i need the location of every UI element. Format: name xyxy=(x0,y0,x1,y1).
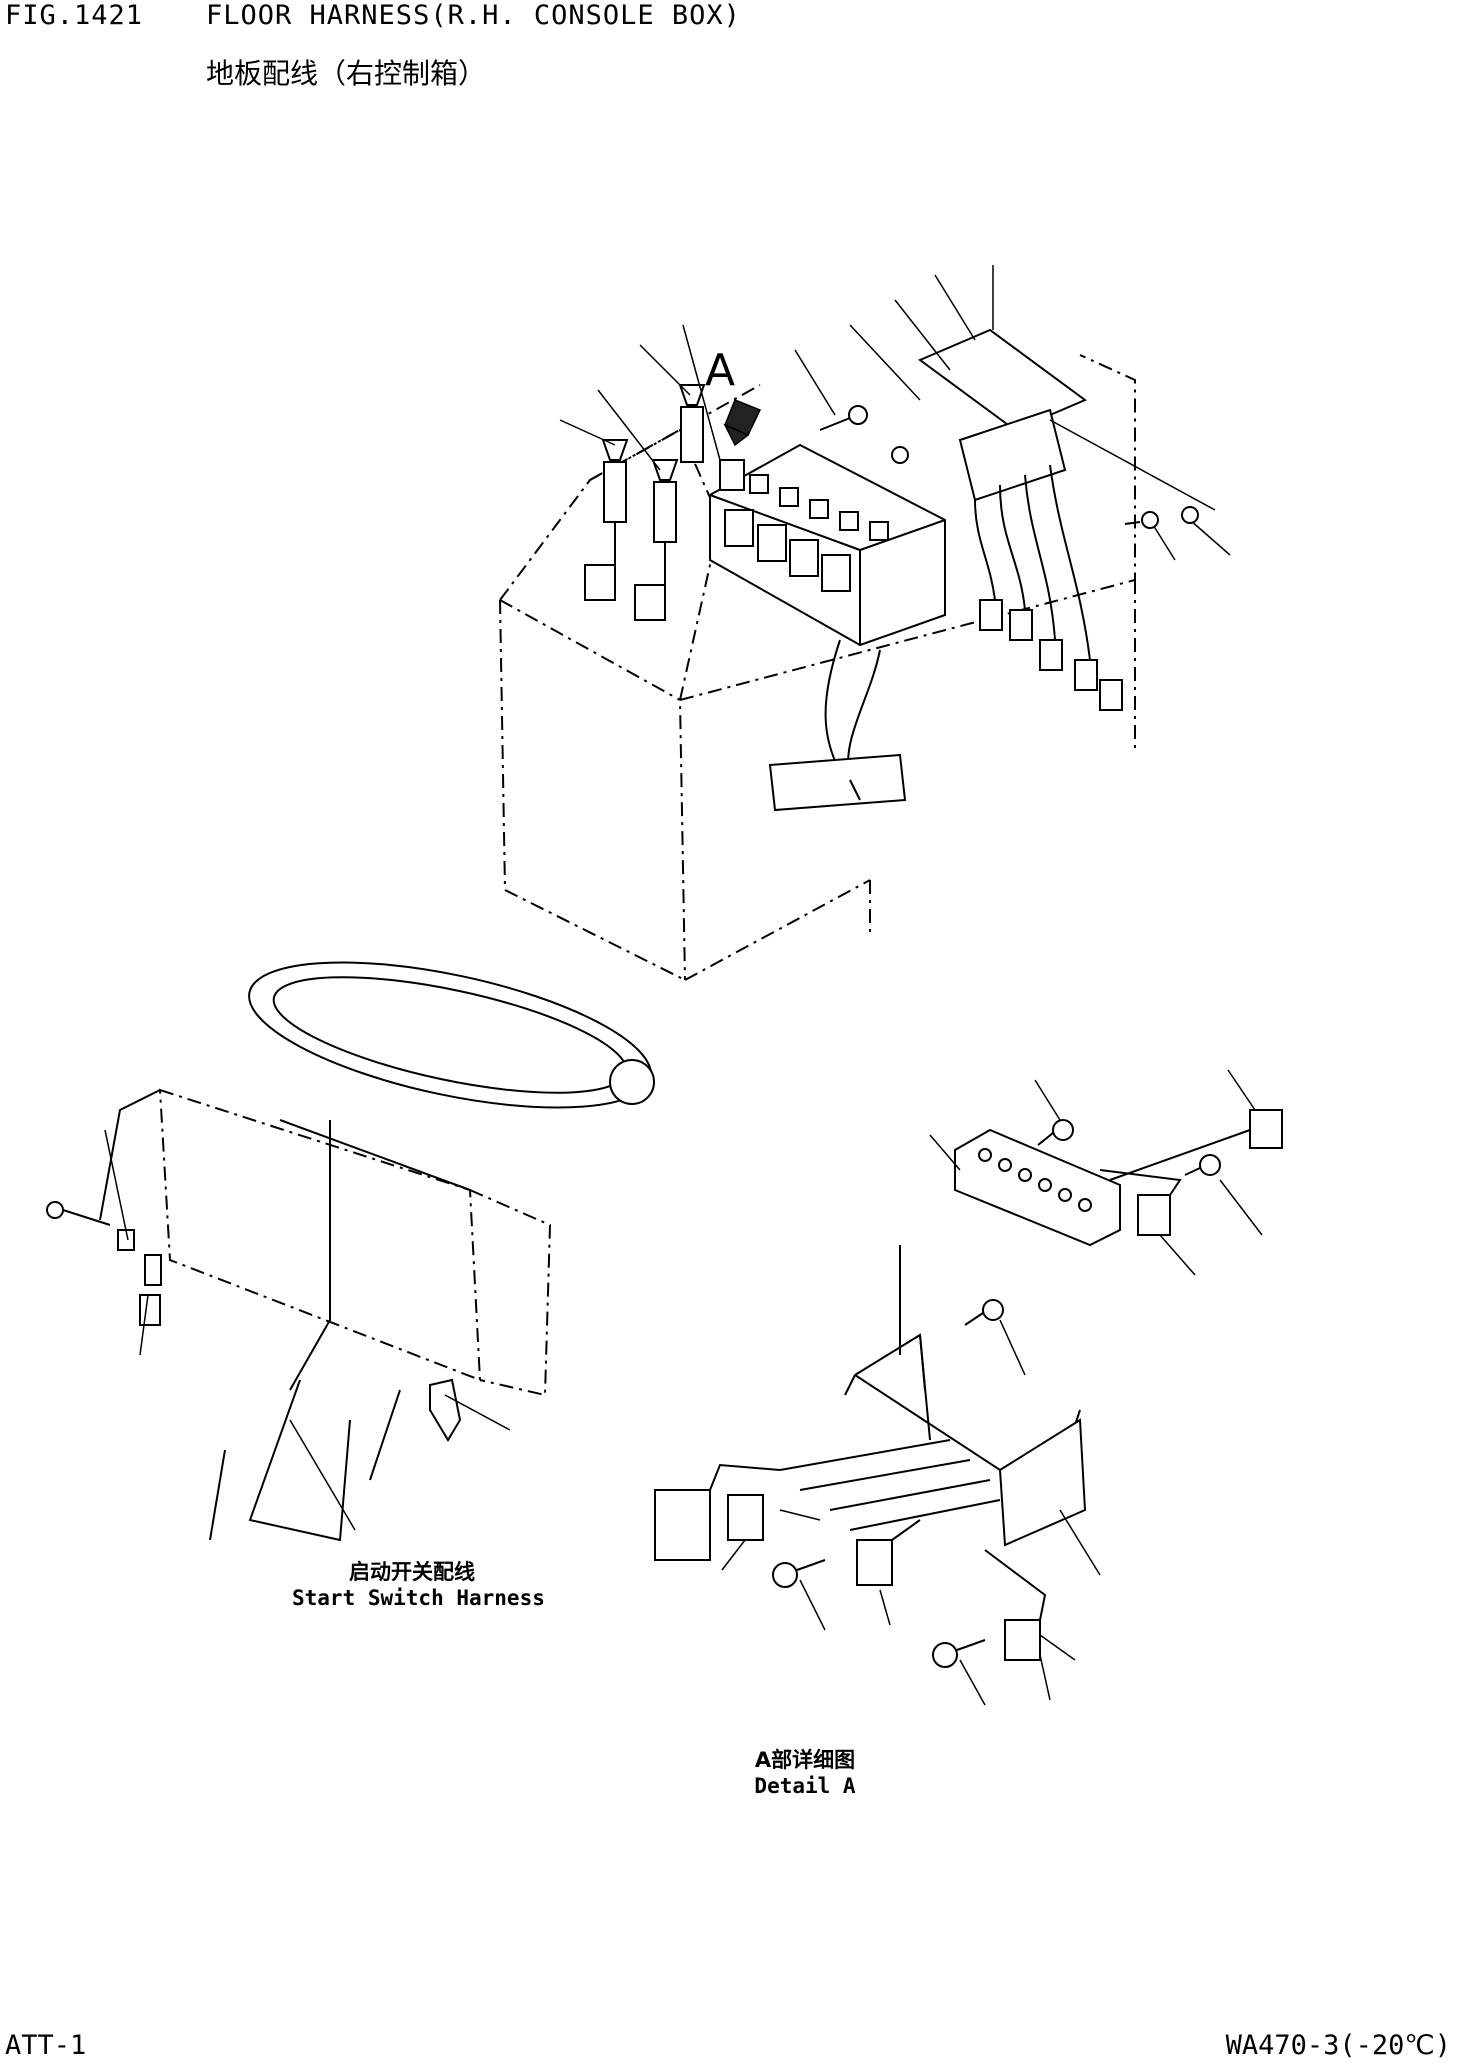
lever-parts xyxy=(46,1201,462,1442)
detail-a-tray xyxy=(779,1245,1087,1547)
footer-page-code: ATT-1 xyxy=(5,2030,87,2061)
detail-a-label-cn: A部详细图 xyxy=(754,1748,856,1772)
steering-column xyxy=(99,961,655,1542)
start-switch-label-cn: 启动开关配线 xyxy=(349,1560,475,1584)
figure-number: FIG.1421 xyxy=(5,0,144,31)
leader-lines-detail xyxy=(721,1069,1263,1706)
detail-a-label: A部详细图 Detail A xyxy=(700,1744,910,1798)
detail-a-label-en: Detail A xyxy=(754,1774,856,1798)
bolts-main xyxy=(819,405,1199,529)
view-arrow xyxy=(723,399,762,447)
toggle-switches xyxy=(584,384,745,621)
relay-panel xyxy=(709,443,946,647)
connectors-cluster xyxy=(768,328,1123,812)
start-switch-label-en: Start Switch Harness xyxy=(292,1586,545,1610)
figure-title-english: FLOOR HARNESS(R.H. CONSOLE BOX) xyxy=(206,0,741,31)
leader-lines-steering xyxy=(104,1129,511,1531)
detail-a-bracket xyxy=(954,1128,1121,1247)
view-marker-a: A xyxy=(705,345,735,396)
detail-a-bolts xyxy=(772,1119,1221,1668)
leader-lines-main xyxy=(559,265,1231,561)
footer-model-code: WA470-3(-20℃) xyxy=(1225,2030,1451,2061)
detail-a-relays xyxy=(654,1109,1283,1661)
figure-title-chinese: 地板配线（右控制箱） xyxy=(206,57,487,90)
start-switch-harness-label: 启动开关配线 Start Switch Harness xyxy=(292,1556,545,1610)
